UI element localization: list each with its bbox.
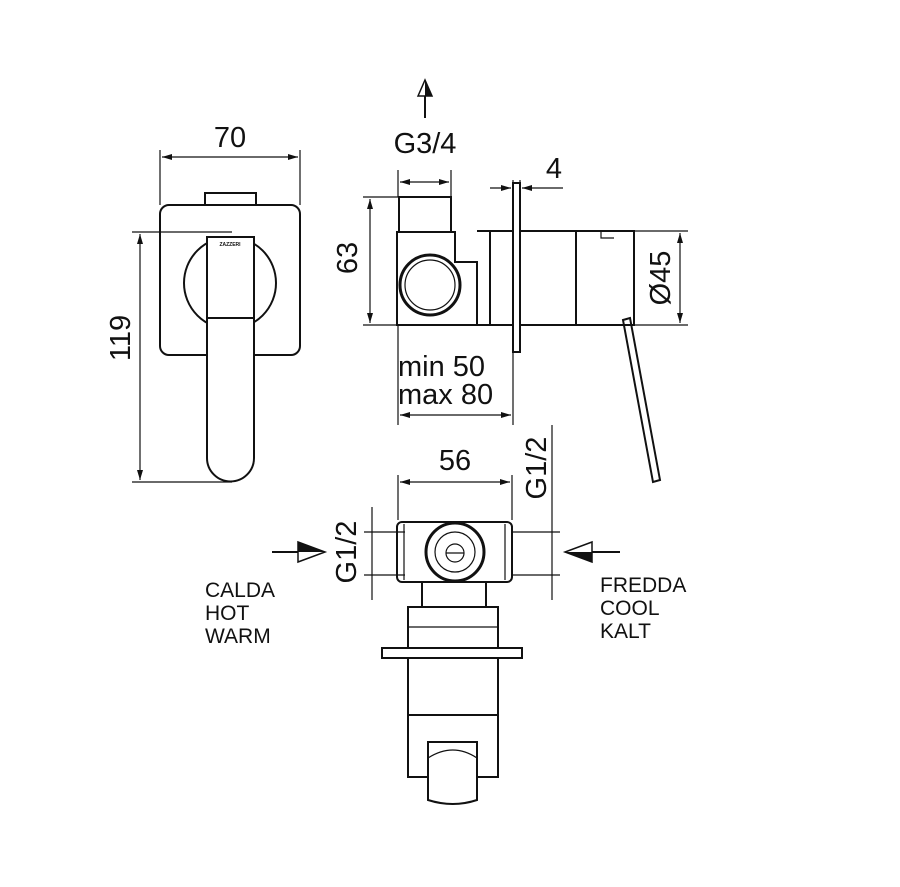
max-depth-label: max 80: [398, 379, 493, 411]
top-view: 56 G1/2 G1/2: [205, 425, 686, 805]
knob: [427, 741, 478, 805]
body-height-dimension: 63: [332, 242, 364, 274]
hot-label-it: CALDA: [205, 579, 275, 602]
min-depth-label: min 50: [398, 351, 485, 383]
hot-label-de: WARM: [205, 625, 271, 648]
side-lever: [621, 316, 662, 484]
brand-mark: ZAZZERI: [219, 242, 241, 248]
left-inlet-dimension: G1/2: [331, 521, 363, 584]
diameter-dimension: Ø45: [645, 251, 677, 306]
right-inlet-dimension: G1/2: [521, 437, 553, 500]
cold-inlet-arrow-icon: [562, 540, 620, 564]
cold-label-de: KALT: [600, 620, 651, 643]
top-tab: [204, 192, 257, 206]
front-view: 70 ZAZZERI 119: [105, 122, 301, 483]
height-dimension: 119: [105, 315, 137, 361]
outlet-dimension: G3/4: [394, 128, 457, 160]
body-width-dimension: 56: [439, 445, 471, 477]
flange: [381, 647, 523, 659]
plate-thickness-dimension: 4: [546, 153, 562, 185]
cold-label-en: COOL: [600, 597, 660, 620]
cold-label-it: FREDDA: [600, 574, 686, 597]
wall-flange: [512, 182, 521, 353]
hot-label-en: HOT: [205, 602, 250, 625]
side-view: G3/4 4 63 Ø45 min 50 max 80: [332, 78, 688, 484]
width-dimension: 70: [214, 122, 246, 154]
handle-base: [206, 236, 255, 319]
hot-inlet-arrow-icon: [272, 540, 328, 564]
lever-handle: [206, 317, 255, 483]
